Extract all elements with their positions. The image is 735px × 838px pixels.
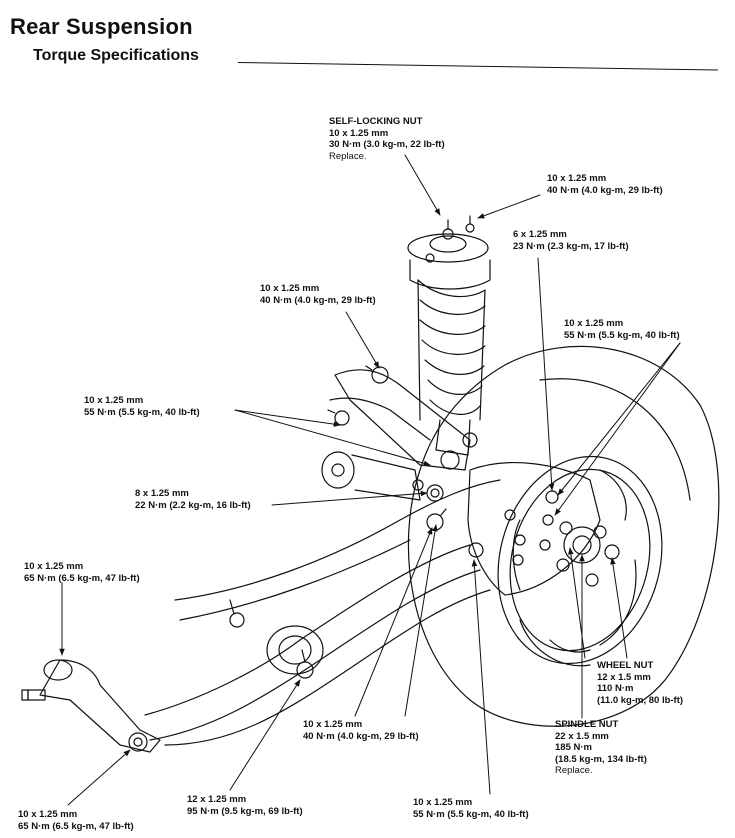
callout-thread-size: 10 x 1.25 mm bbox=[18, 809, 78, 820]
callout-damper-fork-bolt-8mm: 8 x 1.25 mm 22 N·m (2.2 kg-m, 16 lb-ft) bbox=[135, 488, 251, 511]
callout-thread-size: 10 x 1.25 mm bbox=[24, 561, 84, 572]
callout-thread-size: 10 x 1.25 mm bbox=[260, 283, 320, 294]
callout-torque: 65 N·m (6.5 kg-m, 47 lb-ft) bbox=[18, 820, 134, 832]
callout-shock-mount-nut: 10 x 1.25 mm 40 N·m (4.0 kg-m, 29 lb-ft) bbox=[547, 173, 663, 196]
callout-upper-arm-mount-bolts: 10 x 1.25 mm 55 N·m (5.5 kg-m, 40 lb-ft) bbox=[84, 395, 200, 418]
callout-title: SPINDLE NUT bbox=[555, 719, 619, 730]
callout-wheel-nut: WHEEL NUT 12 x 1.5 mm 110 N·m (11.0 kg-m… bbox=[597, 660, 683, 706]
callout-torque: 40 N·m (4.0 kg-m, 29 lb-ft) bbox=[303, 730, 419, 742]
callout-torque: 55 N·m (5.5 kg-m, 40 lb-ft) bbox=[413, 808, 529, 820]
body-mount-bracket bbox=[321, 451, 447, 531]
upper-control-arm bbox=[327, 365, 478, 471]
callout-torque: 40 N·m (4.0 kg-m, 29 lb-ft) bbox=[260, 294, 376, 306]
callout-torque: 55 N·m (5.5 kg-m, 40 lb-ft) bbox=[84, 406, 200, 418]
callout-torque-alt: (18.5 kg-m, 134 lb-ft) bbox=[555, 753, 647, 765]
callout-trailing-arm-end-nut: 10 x 1.25 mm 65 N·m (6.5 kg-m, 47 lb-ft) bbox=[24, 561, 140, 584]
lower-arm bbox=[144, 479, 501, 746]
callout-thread-size: 10 x 1.25 mm bbox=[329, 127, 389, 139]
callout-torque: 110 N·m bbox=[597, 683, 634, 694]
page-title: Rear Suspension bbox=[10, 14, 193, 39]
callout-thread-size: 8 x 1.25 mm bbox=[135, 488, 189, 499]
callout-torque: 185 N·m bbox=[555, 742, 592, 753]
callout-torque: 40 N·m (4.0 kg-m, 29 lb-ft) bbox=[547, 184, 663, 196]
callout-thread-size: 10 x 1.25 mm bbox=[303, 719, 363, 730]
callout-spindle-nut: SPINDLE NUT 22 x 1.5 mm 185 N·m (18.5 kg… bbox=[555, 719, 647, 777]
callout-thread-size: 10 x 1.25 mm bbox=[413, 797, 473, 808]
callout-torque: 23 N·m (2.3 kg-m, 17 lb-ft) bbox=[513, 240, 629, 252]
lower-arm-bushing bbox=[229, 599, 324, 679]
callout-thread-size: 6 x 1.25 mm bbox=[513, 229, 567, 240]
callout-thread-size: 12 x 1.25 mm bbox=[187, 794, 247, 805]
callout-torque: 55 N·m (5.5 kg-m, 40 lb-ft) bbox=[564, 329, 680, 341]
callout-torque: 30 N·m (3.0 kg-m, 22 lb-ft) bbox=[329, 139, 445, 150]
callout-thread-size: 10 x 1.25 mm bbox=[84, 395, 144, 406]
callout-torque: 95 N·m (9.5 kg-m, 69 lb-ft) bbox=[187, 805, 303, 817]
callout-knuckle-bolt-bottom: 10 x 1.25 mm 55 N·m (5.5 kg-m, 40 lb-ft) bbox=[413, 797, 529, 820]
callout-thread-size: 10 x 1.25 mm bbox=[547, 173, 607, 184]
callout-torque: 22 N·m (2.2 kg-m, 16 lb-ft) bbox=[135, 499, 251, 511]
callout-thread-size: 10 x 1.25 mm bbox=[564, 318, 624, 329]
knuckle bbox=[467, 461, 601, 596]
callout-trailing-arm-bushing-bolt: 10 x 1.25 mm 65 N·m (6.5 kg-m, 47 lb-ft) bbox=[18, 809, 134, 832]
callout-thread-size: 12 x 1.5 mm bbox=[597, 671, 651, 683]
callout-note: Replace. bbox=[329, 150, 367, 162]
callout-compensator-arm-bolt: 12 x 1.25 mm 95 N·m (9.5 kg-m, 69 lb-ft) bbox=[187, 794, 303, 817]
callout-title: WHEEL NUT bbox=[597, 660, 654, 671]
callout-torque-alt: (11.0 kg-m, 80 lb-ft) bbox=[597, 694, 684, 706]
callout-self-locking-nut: SELF-LOCKING NUT 10 x 1.25 mm 30 N·m (3.… bbox=[329, 116, 445, 162]
callout-thread-size: 22 x 1.5 mm bbox=[555, 730, 609, 742]
callout-title: SELF-LOCKING NUT bbox=[329, 116, 423, 127]
callout-upper-arm-bolt: 10 x 1.25 mm 40 N·m (4.0 kg-m, 29 lb-ft) bbox=[260, 283, 376, 306]
callout-note: Replace. bbox=[555, 765, 593, 776]
callout-damper-bolt-6mm: 6 x 1.25 mm 23 N·m (2.3 kg-m, 17 lb-ft) bbox=[513, 229, 629, 252]
leader-lines bbox=[59, 154, 681, 806]
callout-torque: 65 N·m (6.5 kg-m, 47 lb-ft) bbox=[24, 572, 140, 584]
callout-lower-arm-bolt: 10 x 1.25 mm 40 N·m (4.0 kg-m, 29 lb-ft) bbox=[303, 719, 419, 742]
callout-knuckle-bolt-right: 10 x 1.25 mm 55 N·m (5.5 kg-m, 40 lb-ft) bbox=[564, 318, 680, 341]
trailing-arm bbox=[21, 659, 161, 753]
wheel-hub bbox=[556, 521, 620, 587]
coil-spring-damper bbox=[407, 215, 491, 456]
section-subtitle: Torque Specifications bbox=[33, 47, 199, 64]
wheel-tire bbox=[407, 345, 720, 727]
